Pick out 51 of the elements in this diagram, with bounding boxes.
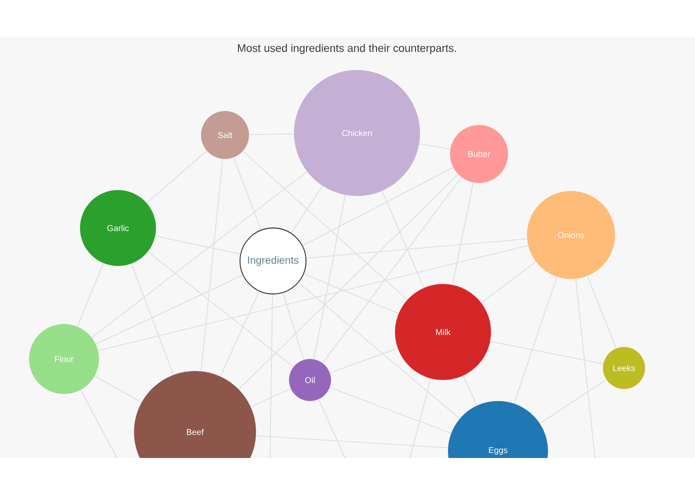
bubble: Leeks [603, 347, 645, 389]
link-line [410, 378, 432, 458]
link-line [80, 390, 118, 458]
link-line [200, 158, 224, 372]
link-line [256, 435, 448, 448]
bubble: Chicken [294, 70, 420, 196]
link-line [490, 340, 604, 364]
link-line [242, 150, 408, 300]
link-line [382, 190, 424, 288]
link-line [76, 262, 104, 327]
link-line [282, 292, 304, 360]
bubble: Flour [29, 324, 99, 394]
link-line [98, 245, 529, 352]
link-line [418, 143, 451, 150]
link-line [462, 375, 478, 406]
link-line [306, 238, 528, 259]
link-line [220, 290, 260, 377]
link-line [480, 261, 536, 304]
link-line [250, 388, 292, 408]
bubble: Butter [450, 125, 508, 183]
link-line [302, 167, 454, 246]
link-line [322, 176, 462, 364]
link-line [154, 236, 241, 254]
link-line [148, 251, 294, 368]
link-line [91, 171, 308, 338]
link-line [330, 348, 398, 374]
bubble: Salt [201, 111, 249, 159]
link-line [238, 174, 459, 390]
chart-title: Most used ingredients and their counterparts. [238, 44, 456, 54]
link-line [575, 278, 596, 458]
bubble: Beef [134, 371, 256, 458]
link-line [318, 398, 346, 458]
bubble: Oil [289, 359, 331, 401]
bubble: Milk [395, 284, 491, 380]
link-line [514, 276, 558, 404]
link-line [539, 379, 607, 424]
link-line [146, 150, 208, 204]
link-line [95, 274, 244, 344]
bubble: Eggs [448, 401, 548, 458]
link-line [329, 387, 452, 434]
link-line [452, 182, 474, 286]
link-line [586, 276, 617, 349]
bubble: Garlic [80, 190, 156, 266]
link-line [303, 273, 399, 314]
link-line [298, 282, 460, 420]
link-line [290, 185, 323, 234]
link-line [314, 194, 346, 360]
link-line [94, 376, 142, 403]
link-line [233, 157, 262, 230]
bubble: Onions [527, 191, 615, 279]
link-line [131, 263, 174, 376]
